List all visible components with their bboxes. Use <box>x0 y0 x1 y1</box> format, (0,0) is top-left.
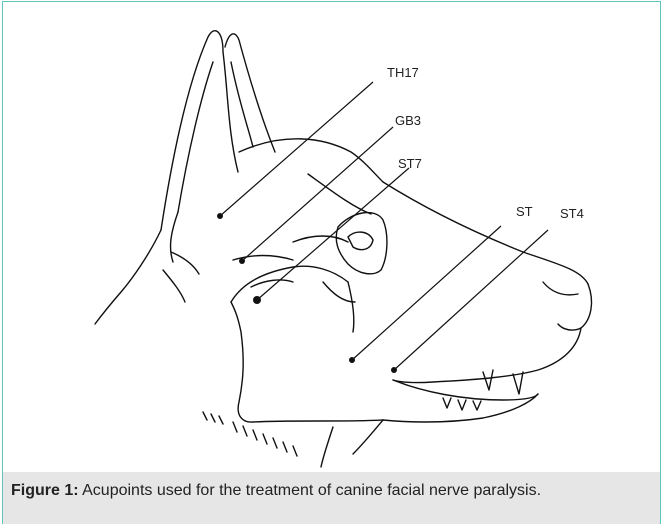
pointer-lines <box>220 82 548 370</box>
figure-caption: Figure 1: Acupoints used for the treatme… <box>11 482 541 500</box>
label-st4: ST4 <box>560 206 584 221</box>
label-st7: ST7 <box>398 156 422 171</box>
caption-text: Acupoints used for the treatment of cani… <box>79 482 541 499</box>
figure-image: TH17 GB3 ST7 ST ST4 <box>3 2 662 472</box>
pointer-th17 <box>220 82 373 216</box>
dog-outline <box>95 31 592 467</box>
label-gb3: GB3 <box>395 113 421 128</box>
dog-head-drawing: TH17 GB3 ST7 ST ST4 <box>3 2 662 472</box>
pointer-st4 <box>394 230 548 370</box>
caption-prefix: Figure 1: <box>11 482 79 499</box>
pointer-gb3 <box>242 127 393 261</box>
label-th17: TH17 <box>387 65 419 80</box>
caption-bar: Figure 1: Acupoints used for the treatme… <box>3 472 660 524</box>
label-st: ST <box>516 204 533 219</box>
